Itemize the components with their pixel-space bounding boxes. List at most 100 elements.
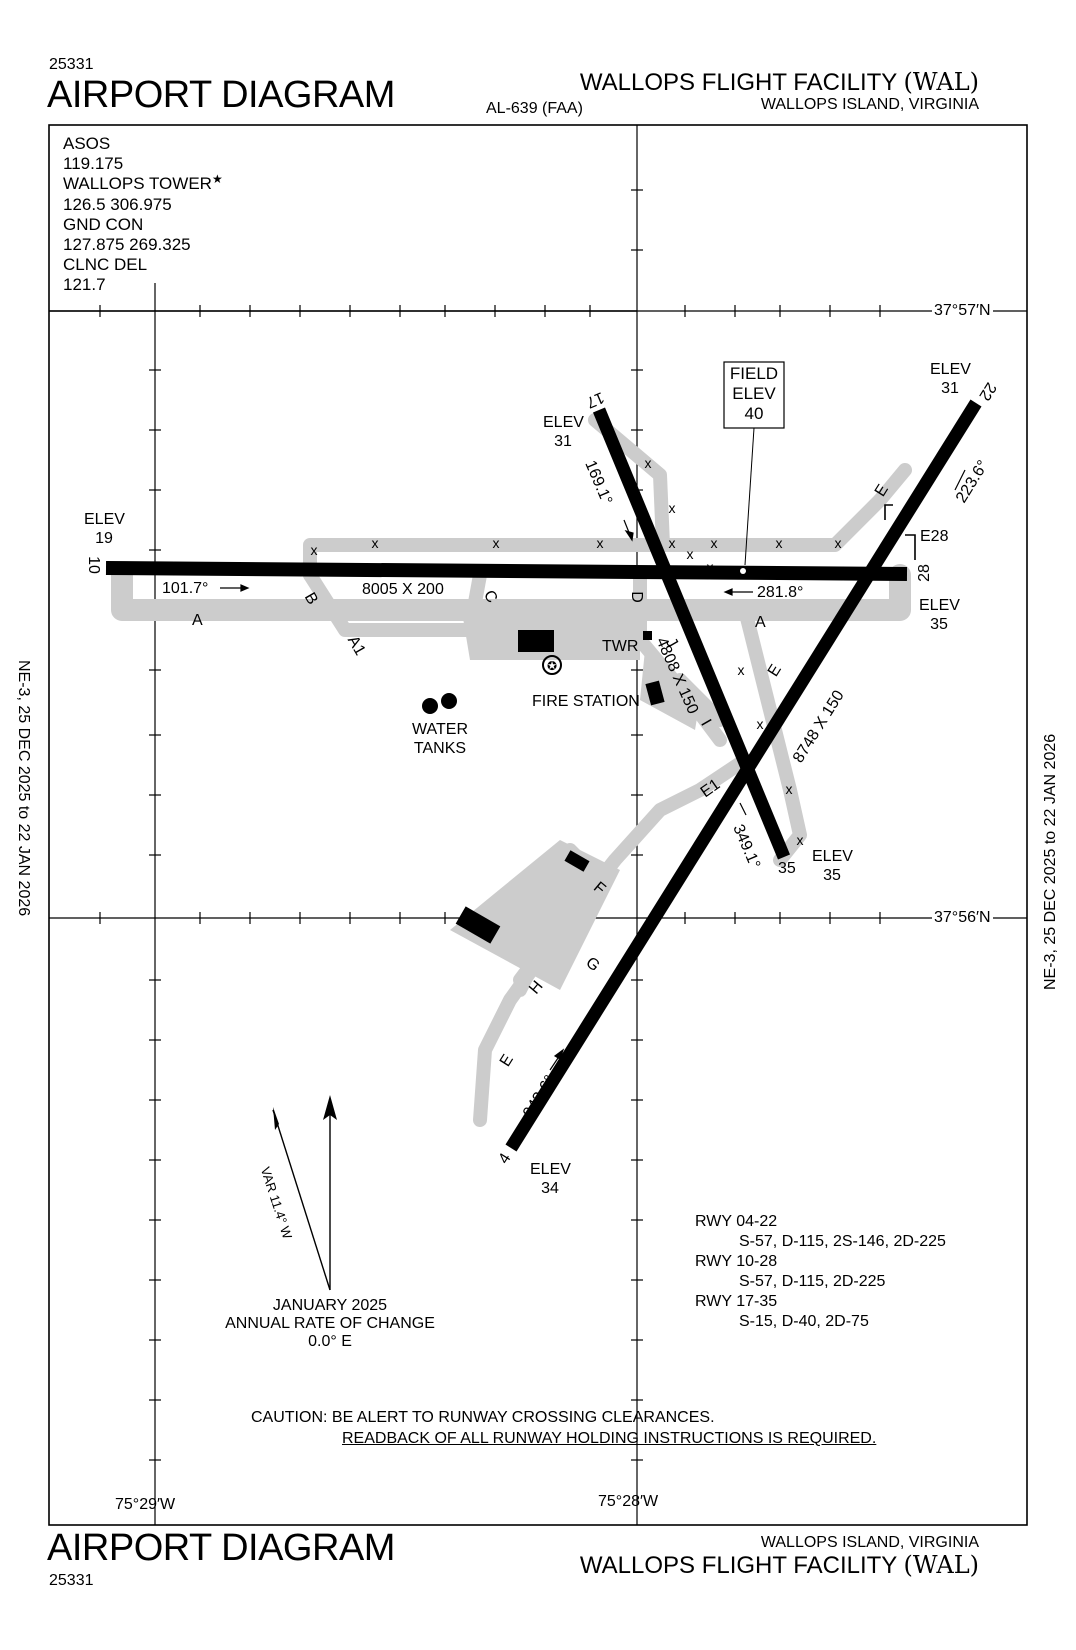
- elev-label: ELEV: [84, 511, 125, 528]
- runway-end-28: 28: [915, 564, 933, 582]
- diagram-frame: [48, 124, 1028, 1526]
- runways: [105, 399, 982, 1152]
- field-elev-line2: ELEV: [732, 384, 776, 403]
- field-elevation-point: [740, 568, 746, 574]
- longitude-west: 75°29′W: [115, 1496, 176, 1513]
- tower-star-icon: ★: [211, 172, 223, 186]
- chart-number: 25331: [49, 56, 94, 73]
- facility-name: WALLOPS FLIGHT FACILITY: [579, 69, 897, 96]
- facility-title: WALLOPS FLIGHT FACILITY (WAL): [580, 68, 979, 97]
- elev-label: ELEV: [530, 1161, 571, 1178]
- taxiway-label-a-east: A: [755, 614, 766, 631]
- elev-value: 35: [930, 616, 948, 633]
- freq-clnc-value: 121.7: [63, 275, 106, 294]
- water-tanks-line1: WATER: [412, 721, 468, 738]
- freq-tower-line: WALLOPS TOWER★: [63, 172, 223, 195]
- svg-text:x: x: [597, 535, 604, 551]
- svg-text:x: x: [797, 832, 804, 848]
- freq-asos-value: 119.175: [63, 154, 124, 173]
- taxiway-label-a-west: A: [192, 612, 203, 629]
- tower-label: TWR: [602, 638, 639, 655]
- elevation-28-end: ELEV 35: [919, 596, 960, 634]
- runway-17-35: [592, 407, 791, 860]
- freq-tower-label: WALLOPS TOWER: [63, 174, 212, 193]
- elev-value: 31: [941, 380, 959, 397]
- magnetic-variation-arrows: [272, 1095, 337, 1291]
- runway-10-28-dimensions: 8005 X 200: [362, 581, 444, 598]
- strength-values-17-35: S-15, D-40, 2D-75: [739, 1313, 869, 1330]
- frequency-list: ASOS 119.175 WALLOPS TOWER★ 126.5 306.97…: [63, 134, 223, 295]
- footer-location: WALLOPS ISLAND, VIRGINIA: [760, 1534, 979, 1551]
- footer-title: AIRPORT DIAGRAM: [47, 1527, 395, 1569]
- elev-label: ELEV: [543, 414, 584, 431]
- magnetic-north-line: [272, 1109, 331, 1291]
- grid-ticks: [99, 189, 881, 1461]
- runway-end-35: 35: [778, 860, 796, 877]
- taxiway-a1: [303, 568, 507, 637]
- elev-label: ELEV: [930, 361, 971, 378]
- water-tank-1: [422, 698, 438, 714]
- runway-04-22: [505, 399, 982, 1152]
- runway-28-heading: 281.8°: [757, 584, 804, 601]
- freq-gnd-value: 127.875 269.325: [63, 235, 191, 254]
- south-hangar-1: [564, 850, 590, 872]
- water-tank-2: [441, 693, 457, 709]
- svg-text:✪: ✪: [547, 659, 557, 673]
- svg-text:x: x: [707, 559, 714, 575]
- freq-asos-label: ASOS: [63, 134, 111, 153]
- magnetic-rate: 0.0° E: [308, 1333, 352, 1350]
- svg-text:x: x: [786, 781, 793, 797]
- field-elevation-label: FIELD ELEV 40: [724, 364, 784, 424]
- hangar-building: [518, 630, 554, 652]
- footer-facility-title: WALLOPS FLIGHT FACILITY (WAL): [580, 1551, 979, 1580]
- svg-text:x: x: [835, 535, 842, 551]
- elev-value: 35: [823, 867, 841, 884]
- svg-text:x: x: [738, 662, 745, 678]
- elevation-22-end: ELEV 31: [930, 360, 971, 398]
- svg-text:x: x: [776, 535, 783, 551]
- latitude-north: 37°57′N: [932, 302, 993, 320]
- freq-tower-value: 126.5 306.975: [63, 195, 172, 214]
- field-elev-value: 40: [744, 404, 764, 423]
- taxiway-label-e28: E28: [920, 528, 949, 545]
- buildings: [422, 568, 746, 944]
- field-elevation-box: [723, 361, 785, 429]
- freq-gnd-label: GND CON: [63, 215, 144, 234]
- elev-label: ELEV: [812, 848, 853, 865]
- runway-10-heading: 101.7°: [162, 580, 209, 597]
- svg-text:x: x: [493, 535, 500, 551]
- runway-10-28: [105, 561, 908, 581]
- field-elevation-leader: [744, 427, 755, 566]
- elevation-35-end: ELEV 35: [812, 847, 853, 885]
- strength-rwy-04-22: RWY 04-22: [695, 1213, 778, 1230]
- latitude-south: 37°56′N: [932, 909, 993, 927]
- heading-arrows: [220, 469, 966, 1071]
- true-north-arrowhead: [323, 1095, 337, 1120]
- svg-text:x: x: [669, 535, 676, 551]
- e28-bracket: [884, 504, 916, 560]
- water-tanks-label: WATER TANKS: [405, 720, 475, 758]
- fire-station-building: [645, 680, 665, 706]
- footer-facility-code: (WAL): [903, 1551, 979, 1579]
- magnetic-north-arrowhead: [273, 1107, 279, 1130]
- svg-text:x: x: [757, 716, 764, 732]
- freq-clnc-label: CLNC DEL: [63, 255, 148, 274]
- footer-facility-name: WALLOPS FLIGHT FACILITY: [579, 1552, 897, 1579]
- elev-label: ELEV: [919, 597, 960, 614]
- fire-station-icon: ✪: [542, 655, 562, 675]
- svg-text:x: x: [372, 535, 379, 551]
- magnetic-change-block: JANUARY 2025 ANNUAL RATE OF CHANGE 0.0° …: [210, 1297, 450, 1351]
- caution-line-2: READBACK OF ALL RUNWAY HOLDING INSTRUCTI…: [342, 1430, 877, 1447]
- svg-text:x: x: [669, 500, 676, 516]
- facility-location: WALLOPS ISLAND, VIRGINIA: [760, 96, 979, 113]
- footer-chart-number: 25331: [49, 1572, 94, 1589]
- strength-rwy-10-28: RWY 10-28: [695, 1253, 778, 1270]
- caution-line-1: CAUTION: BE ALERT TO RUNWAY CROSSING CLE…: [251, 1409, 715, 1426]
- magnetic-date: JANUARY 2025: [272, 1297, 388, 1314]
- taxiways: [111, 413, 912, 1127]
- page-title: AIRPORT DIAGRAM: [47, 74, 395, 116]
- tower-apron: [640, 650, 700, 730]
- svg-text:x: x: [711, 535, 718, 551]
